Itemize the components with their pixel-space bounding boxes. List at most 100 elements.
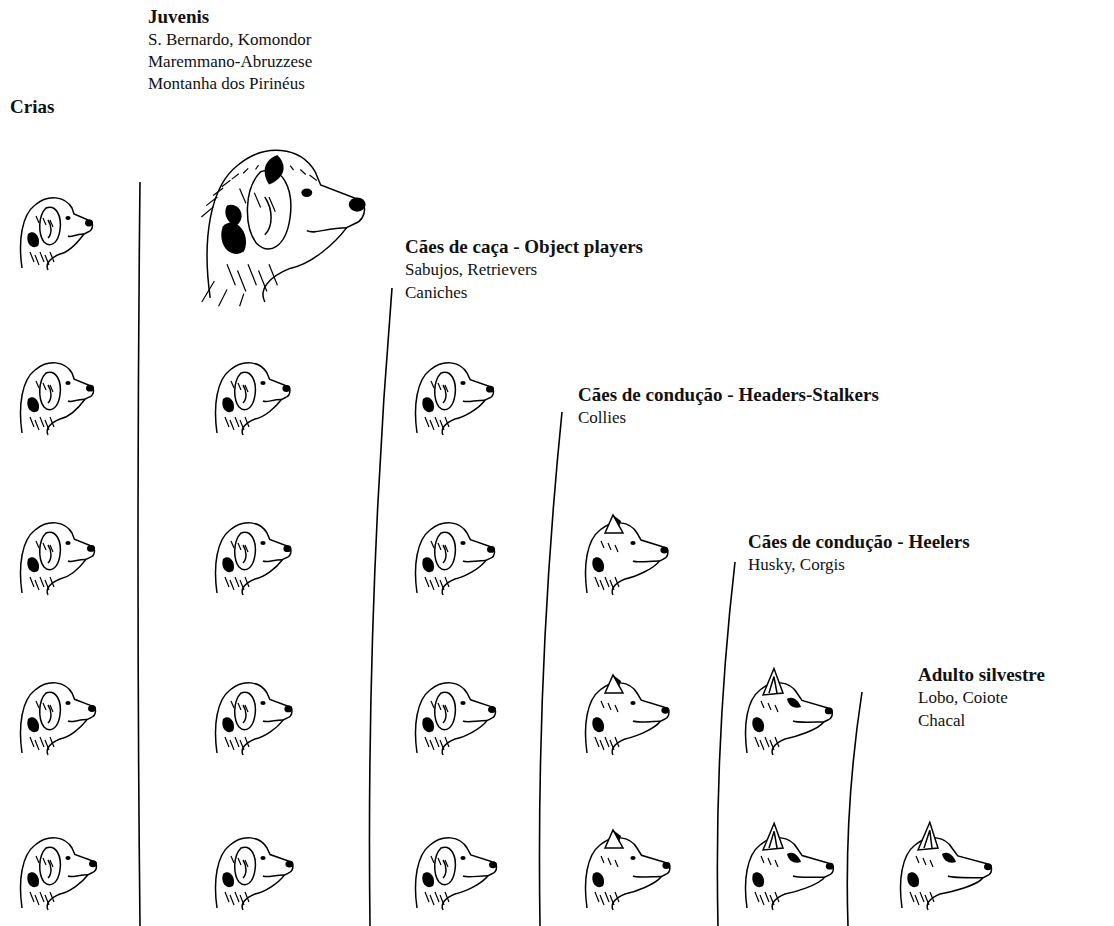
divider-line	[138, 182, 140, 926]
nose	[487, 546, 495, 553]
fur-patch	[27, 232, 39, 247]
fur-patch	[752, 717, 764, 732]
eye	[301, 189, 312, 197]
semi-erect-ear	[605, 675, 623, 693]
head-outline	[901, 838, 992, 910]
eye	[460, 381, 465, 385]
ear-inner	[769, 677, 777, 693]
fur-strokes	[755, 856, 779, 905]
dog-head	[746, 823, 834, 910]
divider-line	[369, 288, 392, 926]
dog-head	[901, 822, 992, 910]
nose	[285, 861, 293, 868]
erect-ear	[918, 822, 938, 850]
head-outline	[416, 838, 497, 910]
mouth-line	[948, 876, 983, 878]
face-mask	[787, 698, 801, 708]
fur-patch	[422, 557, 434, 572]
dog-head	[216, 523, 292, 595]
nose	[488, 706, 496, 713]
eye	[790, 701, 795, 705]
fur-patch	[222, 872, 234, 887]
group-heading: Cães de condução - Headers-Stalkers	[578, 384, 879, 406]
fur-strokes	[225, 381, 249, 430]
dog-head	[21, 683, 96, 755]
nose	[662, 862, 670, 869]
fur-patch	[592, 557, 604, 572]
fur-strokes	[30, 216, 54, 265]
head-outline	[416, 523, 495, 595]
head-outline	[21, 198, 93, 270]
head-outline	[21, 523, 95, 595]
fur-strokes	[30, 701, 54, 750]
dog-head	[201, 150, 365, 306]
floppy-ear	[235, 372, 256, 409]
fur-patch	[752, 872, 764, 887]
mouth-line	[463, 560, 486, 561]
mouth-line	[68, 720, 87, 722]
head-outline	[21, 683, 96, 755]
breed-list: Husky, Corgis	[748, 555, 845, 575]
fur-strokes	[225, 701, 249, 750]
breed-list: Lobo, Coiote	[918, 688, 1008, 708]
mouth-line	[463, 400, 485, 402]
fur-patch	[222, 397, 234, 412]
nose	[88, 705, 96, 712]
floppy-ear	[40, 372, 61, 409]
mouth-line	[263, 875, 284, 877]
fur-strokes	[595, 701, 619, 750]
head-outline	[416, 683, 496, 755]
dog-head	[216, 838, 294, 910]
group-heading: Crias	[10, 96, 54, 118]
floppy-ear	[235, 532, 256, 569]
fur-strokes	[595, 856, 619, 905]
head-outline	[746, 838, 834, 910]
ear-inner	[924, 830, 932, 848]
head-outline	[216, 363, 290, 435]
nose	[661, 707, 669, 714]
floppy-ear	[435, 692, 456, 729]
breed-list: Chacal	[918, 711, 965, 731]
dog-head	[21, 838, 97, 910]
fur-patch	[422, 717, 434, 732]
fur-strokes	[30, 856, 54, 905]
fur-patch	[27, 872, 39, 887]
fur-patch	[592, 872, 604, 887]
eye	[65, 381, 70, 385]
eye	[460, 856, 465, 860]
eye	[630, 541, 635, 545]
ear-tip	[613, 675, 621, 687]
nose	[349, 197, 366, 211]
head-outline	[216, 838, 293, 910]
nose	[660, 547, 668, 554]
erect-ear	[763, 669, 783, 695]
mouth-line	[68, 234, 84, 237]
dog-head	[586, 675, 670, 755]
eye	[65, 701, 70, 705]
nose	[984, 863, 992, 870]
fur-patch	[27, 397, 39, 412]
ear-fold	[265, 197, 271, 235]
semi-erect-ear	[605, 515, 623, 533]
nose	[85, 220, 93, 227]
mouth-line	[68, 559, 86, 561]
nose	[283, 545, 291, 552]
nose	[284, 705, 292, 712]
mouth-line	[68, 399, 85, 401]
face-mask	[787, 853, 801, 863]
eye	[260, 856, 265, 860]
mouth-line	[263, 720, 283, 722]
mouth-line	[463, 721, 487, 722]
floppy-ear	[235, 847, 256, 884]
eye	[260, 541, 265, 545]
head-outline	[207, 150, 364, 302]
head-outline	[746, 683, 833, 755]
dog-head	[746, 669, 833, 755]
fur-patch	[222, 717, 234, 732]
semi-erect-ear	[605, 830, 623, 848]
dog-head	[586, 830, 671, 910]
eye	[65, 856, 70, 860]
fur-strokes	[755, 701, 779, 750]
fur-strokes	[425, 701, 449, 750]
